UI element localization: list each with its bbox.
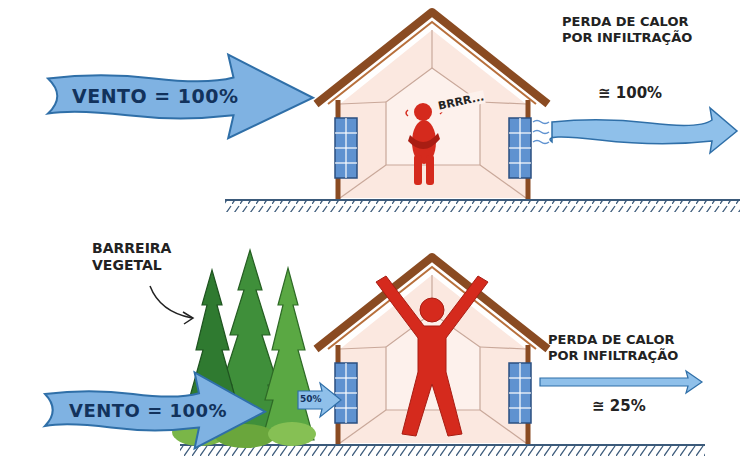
ground-bottom (180, 445, 705, 457)
wind-label: VENTO = 100% (69, 400, 227, 421)
barrier-label: BARREIRA VEGETAL (92, 240, 171, 273)
wind-arrow: VENTO = 100% (48, 52, 313, 140)
wind-label: VENTO = 100% (72, 85, 239, 107)
heat-loss-text: PERDA DE CALOR POR INFILTRAÇÃO (548, 332, 678, 363)
reduced-percent: 50% (300, 394, 322, 404)
heat-loss-text: PERDA DE CALOR POR INFILTRAÇÃO (562, 14, 692, 45)
loss-percent: ≅ 25% (592, 397, 682, 415)
loss-percent: ≅ 100% (598, 84, 662, 102)
warm-person (376, 276, 488, 436)
heat-loss-text: PERDA DE CALOR POR INFILTRAÇÃO (562, 14, 702, 45)
leader-arrow (150, 286, 193, 324)
house-bottom (316, 257, 548, 445)
heat-loss-arrow (550, 108, 737, 153)
loss-percent: ≅ 100% (598, 84, 688, 102)
heat-loss-arrow (540, 371, 702, 393)
house-top (316, 12, 548, 200)
cold-person (406, 103, 442, 185)
shiver-text: BRRR... (437, 90, 485, 112)
infiltration-lines (533, 121, 549, 144)
wind-arrow: VENTO = 100% (45, 370, 265, 450)
heat-loss-text: PERDA DE CALOR POR INFILTRAÇÃO (548, 332, 688, 363)
reduced-percent: 50% (300, 394, 326, 405)
shiver-text: BRRR... (437, 90, 489, 113)
loss-percent: ≅ 25% (592, 397, 646, 415)
ground-top (225, 200, 740, 212)
barrier-label: BARREIRA VEGETAL (92, 240, 187, 274)
reduced-wind-arrow (298, 383, 341, 417)
